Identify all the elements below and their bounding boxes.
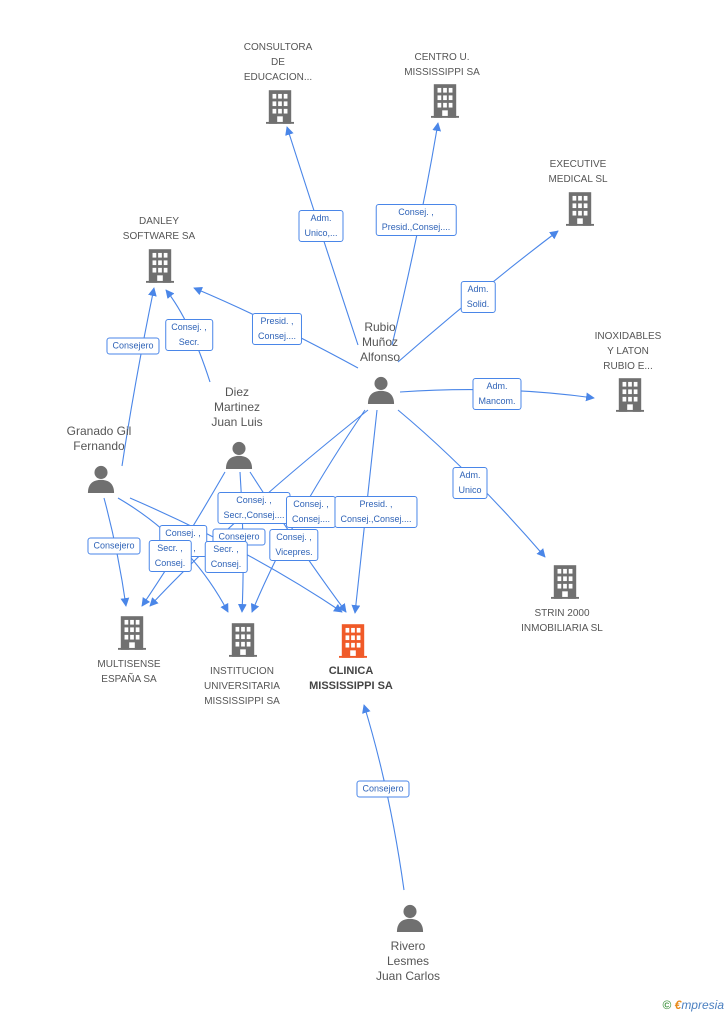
edge-granado-danley xyxy=(121,287,157,467)
node-label-strin[interactable]: STRIN 2000 INMOBILIARIA SL xyxy=(521,608,603,634)
edge-label-diez-multisense[interactable]: Consej. , Secr.,Consej.... xyxy=(217,492,291,524)
node-label-rivero[interactable]: Rivero Lesmes Juan Carlos xyxy=(375,939,441,983)
person-icon-rivero[interactable] xyxy=(396,904,424,932)
node-label-rubio[interactable]: Rubio Muñoz Alfonso xyxy=(359,320,401,364)
node-label-consultora[interactable]: CONSULTORA DE EDUCACION... xyxy=(243,42,313,83)
edge-label-rubio-centro[interactable]: Consej. , Presid.,Consej.... xyxy=(375,204,457,236)
node-label-granado[interactable]: Granado Gil Fernando xyxy=(66,424,132,453)
building-icon-multisense[interactable] xyxy=(118,616,146,650)
building-icon-danley[interactable] xyxy=(146,249,174,283)
node-label-multisense[interactable]: MULTISENSE ESPAÑA SA xyxy=(97,659,161,685)
node-label-inoxidables[interactable]: INOXIDABLES Y LATON RUBIO E... xyxy=(594,331,662,372)
building-icon-clinica[interactable] xyxy=(339,624,367,658)
node-label-clinica[interactable]: CLINICA MISSISSIPPI SA xyxy=(309,665,393,692)
building-icon-consultora[interactable] xyxy=(266,90,294,124)
edge-label-granado-clinica[interactable]: Secr. , Consej. xyxy=(148,540,192,572)
edge-label-rubio-clinica[interactable]: Presid. , Consej.,Consej.... xyxy=(334,496,418,528)
person-icon-granado[interactable] xyxy=(87,465,115,493)
edge-rivero-clinica xyxy=(362,704,405,891)
edge-label-rubio-consultora[interactable]: Adm. Unico,... xyxy=(298,210,344,242)
node-label-executive[interactable]: EXECUTIVE MEDICAL SL xyxy=(548,159,608,185)
building-icon-centro[interactable] xyxy=(431,84,459,118)
building-icon-executive[interactable] xyxy=(566,192,594,226)
edge-label-granado-danley[interactable]: Consejero xyxy=(106,337,160,355)
edge-label-diez-clinica[interactable]: Secr. , Consej. xyxy=(204,541,248,573)
building-icon-institucion[interactable] xyxy=(229,623,257,657)
edge-label-rubio-multisense[interactable]: Consej. , Consej.... xyxy=(285,496,337,528)
copyright-symbol: © xyxy=(662,998,672,1012)
edge-label-rubio-danley[interactable]: Presid. , Consej.... xyxy=(251,313,303,345)
edge-label-diez-danley[interactable]: Consej. , Secr. xyxy=(165,319,213,351)
building-icon-inoxidables[interactable] xyxy=(616,378,644,412)
edge-label-rivero-clinica[interactable]: Consejero xyxy=(356,780,410,798)
empresia-watermark: © €mpresia xyxy=(662,998,724,1012)
brand-name: mpresia xyxy=(681,998,724,1012)
building-icon-strin[interactable] xyxy=(551,565,579,599)
person-icon-rubio[interactable] xyxy=(367,376,395,404)
edge-label-granado-multisense[interactable]: Consejero xyxy=(87,537,141,555)
edge-label-rubio-institucion[interactable]: Consej. , Vicepres. xyxy=(269,529,319,561)
node-label-centro[interactable]: CENTRO U. MISSISSIPPI SA xyxy=(404,52,480,78)
brand-initial: € xyxy=(674,998,682,1012)
person-icon-diez[interactable] xyxy=(225,441,253,469)
node-label-diez[interactable]: Diez Martinez Juan Luis xyxy=(211,385,263,429)
node-label-institucion[interactable]: INSTITUCION UNIVERSITARIA MISSISSIPPI SA xyxy=(204,666,280,707)
edge-label-rubio-strin[interactable]: Adm. Unico xyxy=(452,467,488,499)
edge-label-rubio-inoxidables[interactable]: Adm. Mancom. xyxy=(472,378,522,410)
edge-label-rubio-executive[interactable]: Adm. Solid. xyxy=(460,281,496,313)
node-label-danley[interactable]: DANLEY SOFTWARE SA xyxy=(122,216,196,242)
